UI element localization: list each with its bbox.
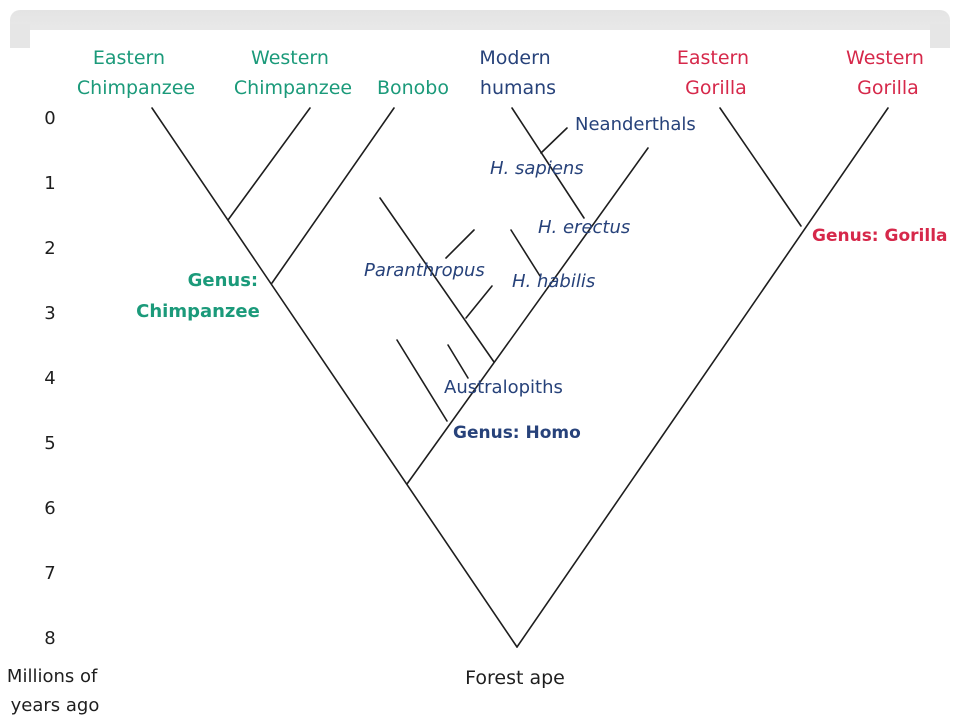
branch-western-chimpanzee bbox=[227, 107, 311, 221]
genus-chimpanzee-label: Genus: Chimpanzee bbox=[136, 270, 264, 322]
branch-modern-humans bbox=[511, 107, 585, 219]
tip-eastern-gorilla: Eastern Gorilla bbox=[677, 47, 755, 99]
window-frame-left bbox=[10, 24, 30, 48]
time-tick: 4 bbox=[44, 368, 55, 389]
label-paranthropus: Paranthropus bbox=[364, 260, 485, 281]
genus-gorilla-label: Genus: Gorilla bbox=[812, 226, 948, 246]
time-tick: 1 bbox=[44, 173, 55, 194]
branch-root-to-western-gorilla bbox=[516, 107, 889, 648]
label-h-erectus: H. erectus bbox=[538, 217, 630, 238]
tree-branches bbox=[151, 107, 889, 648]
branch-bonobo bbox=[271, 107, 395, 284]
branch-root-to-eastern-chimpanzee bbox=[151, 107, 518, 648]
tip-modern-humans: Modern humans bbox=[479, 47, 556, 99]
branch-homo-stem bbox=[406, 147, 649, 485]
branch-australopith-short bbox=[447, 344, 469, 379]
branch-eastern-gorilla bbox=[719, 107, 802, 227]
genus-homo-label: Genus: Homo bbox=[453, 423, 581, 443]
tip-bonobo: Bonobo bbox=[377, 77, 449, 99]
time-tick: 3 bbox=[44, 303, 55, 324]
time-tick: 6 bbox=[44, 498, 55, 519]
root-label-forest-ape: Forest ape bbox=[465, 667, 565, 689]
window-frame-right bbox=[930, 24, 950, 48]
branch-paranthropus-short bbox=[465, 285, 493, 319]
label-australopiths: Australopiths bbox=[444, 377, 563, 398]
label-h-habilis: H. habilis bbox=[512, 271, 595, 292]
branch-habilis bbox=[510, 229, 541, 277]
time-tick: 0 bbox=[44, 108, 55, 129]
branch-australopith-side bbox=[396, 339, 448, 422]
tip-western-chimpanzee: Western Chimpanzee bbox=[234, 47, 352, 99]
time-axis-unit-label: Millions of years ago bbox=[7, 666, 103, 716]
time-tick: 8 bbox=[44, 628, 55, 649]
time-tick: 2 bbox=[44, 238, 55, 259]
label-neanderthals: Neanderthals bbox=[575, 114, 696, 135]
time-tick: 7 bbox=[44, 563, 55, 584]
window-frame-inner bbox=[30, 30, 930, 50]
tip-eastern-chimpanzee: Eastern Chimpanzee bbox=[77, 47, 195, 99]
branch-paranthropus-side bbox=[445, 229, 475, 259]
branch-paranthropus-stem bbox=[379, 197, 495, 363]
label-h-sapiens: H. sapiens bbox=[490, 158, 584, 179]
branch-neanderthals bbox=[540, 127, 568, 154]
time-tick: 5 bbox=[44, 433, 55, 454]
time-axis: 0 1 2 3 4 5 6 7 8 Millions of years ago bbox=[7, 108, 103, 716]
tip-western-gorilla: Western Gorilla bbox=[846, 47, 930, 99]
